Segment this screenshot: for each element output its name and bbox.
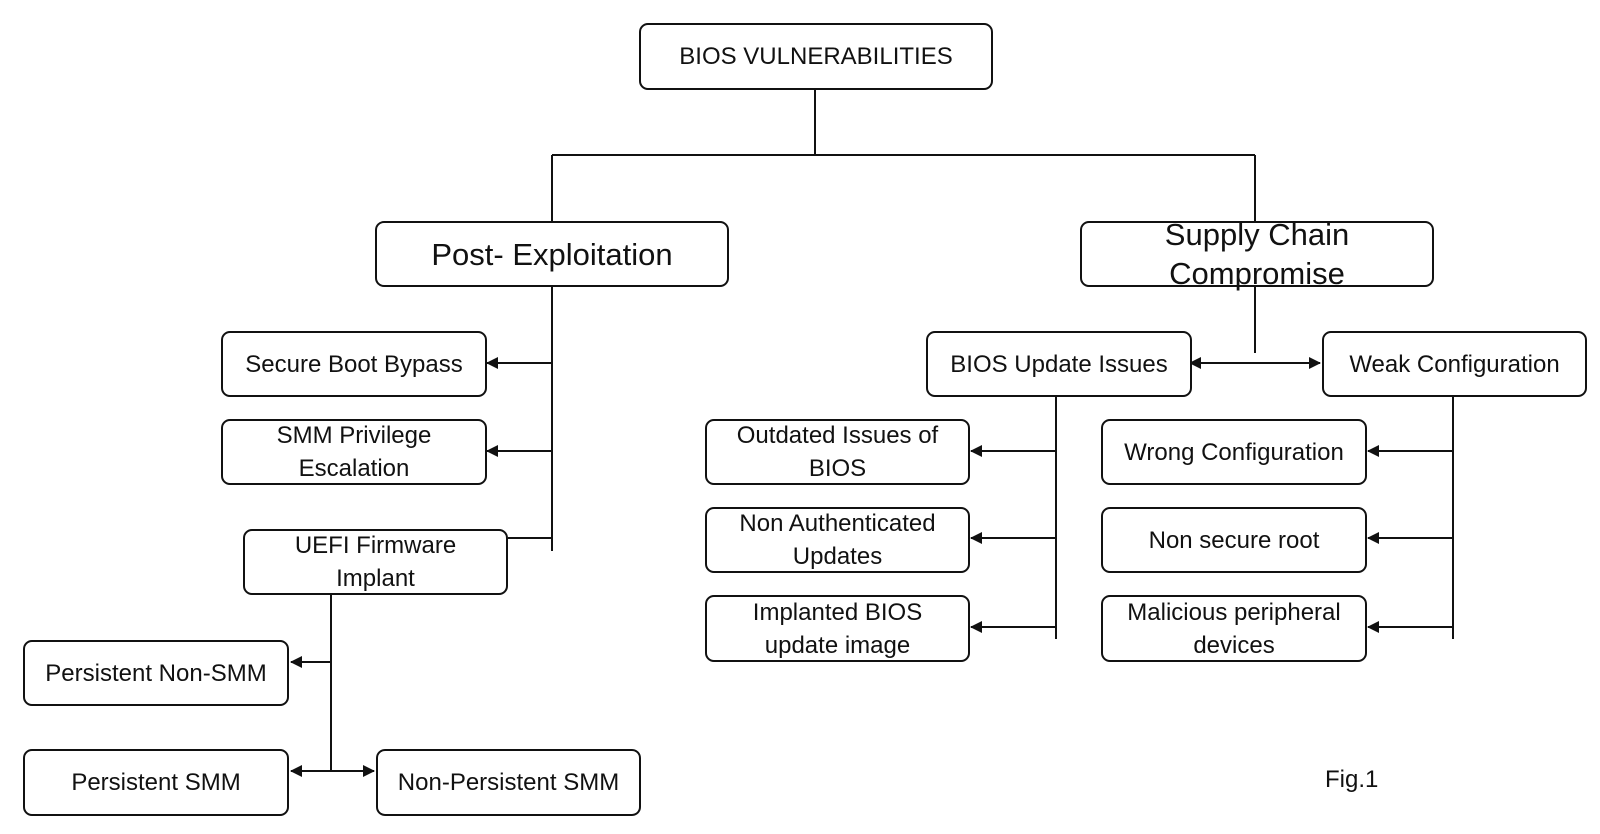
root-node: BIOS VULNERABILITIES	[639, 23, 993, 90]
wrong-configuration-label: Wrong Configuration	[1124, 438, 1344, 466]
non-authenticated-updates-node: Non Authenticated Updates	[705, 507, 970, 573]
non-persistent-smm-label: Non-Persistent SMM	[397, 769, 620, 796]
outdated-issues-label: Outdated Issues of BIOS	[736, 422, 939, 482]
secure-boot-bypass-label: Secure Boot Bypass	[245, 350, 463, 378]
persistent-smm-label: Persistent SMM	[71, 769, 241, 796]
bios-update-issues-label: BIOS Update Issues	[950, 350, 1168, 378]
figure-caption: Fig.1	[1325, 766, 1379, 793]
post-exploitation-node: Post- Exploitation	[375, 221, 729, 287]
bios-update-issues-node: BIOS Update Issues	[926, 331, 1192, 397]
weak-configuration-node: Weak Configuration	[1322, 331, 1587, 397]
wrong-configuration-node: Wrong Configuration	[1101, 419, 1367, 485]
persistent-non-smm-label: Persistent Non-SMM	[45, 659, 267, 687]
non-secure-root-label: Non secure root	[1148, 526, 1320, 554]
persistent-smm-node: Persistent SMM	[23, 749, 289, 816]
secure-boot-bypass-node: Secure Boot Bypass	[221, 331, 487, 397]
implanted-bios-update-image-node: Implanted BIOS update image	[705, 595, 970, 662]
root-label: BIOS VULNERABILITIES	[679, 43, 953, 70]
non-persistent-smm-node: Non-Persistent SMM	[376, 749, 641, 816]
malicious-peripheral-devices-label: Malicious peripheral devices	[1127, 598, 1341, 659]
smm-privilege-escalation-node: SMM Privilege Escalation	[221, 419, 487, 485]
non-authenticated-updates-label: Non Authenticated Updates	[739, 510, 936, 570]
supply-chain-label: Supply Chain Compromise	[1164, 217, 1350, 291]
outdated-issues-node: Outdated Issues of BIOS	[705, 419, 970, 485]
smm-privilege-escalation-label: SMM Privilege Escalation	[276, 422, 432, 482]
non-secure-root-node: Non secure root	[1101, 507, 1367, 573]
malicious-peripheral-devices-node: Malicious peripheral devices	[1101, 595, 1367, 662]
weak-configuration-label: Weak Configuration	[1349, 350, 1560, 378]
supply-chain-node: Supply Chain Compromise	[1080, 217, 1434, 291]
implanted-bios-update-image-label: Implanted BIOS update image	[752, 598, 923, 659]
persistent-non-smm-node: Persistent Non-SMM	[23, 640, 289, 706]
uefi-firmware-implant-label: UEFI Firmware Implant	[294, 532, 457, 592]
uefi-firmware-implant-node: UEFI Firmware Implant	[243, 529, 508, 595]
post-exploitation-label: Post- Exploitation	[431, 236, 673, 272]
